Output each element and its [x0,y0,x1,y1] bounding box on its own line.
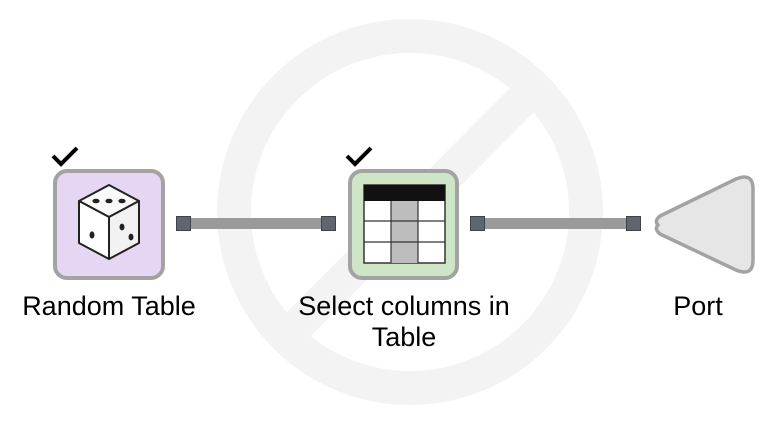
node-label: Select columns in Table [298,291,510,352]
output-port[interactable] [176,216,191,231]
connection-line[interactable] [485,218,626,229]
input-port[interactable] [626,216,641,231]
table-columns-icon [363,184,446,264]
output-port-triangle-icon [654,175,755,274]
node-label: Port [673,291,723,321]
node-label: Random Table [22,291,196,321]
check-icon [51,146,79,167]
node-icon-box[interactable] [348,169,459,280]
node-icon-box[interactable] [53,169,165,280]
input-port[interactable] [321,216,336,231]
dice-icon [78,184,140,260]
check-icon [345,146,373,167]
connection-line[interactable] [191,218,321,229]
output-port[interactable] [470,216,485,231]
